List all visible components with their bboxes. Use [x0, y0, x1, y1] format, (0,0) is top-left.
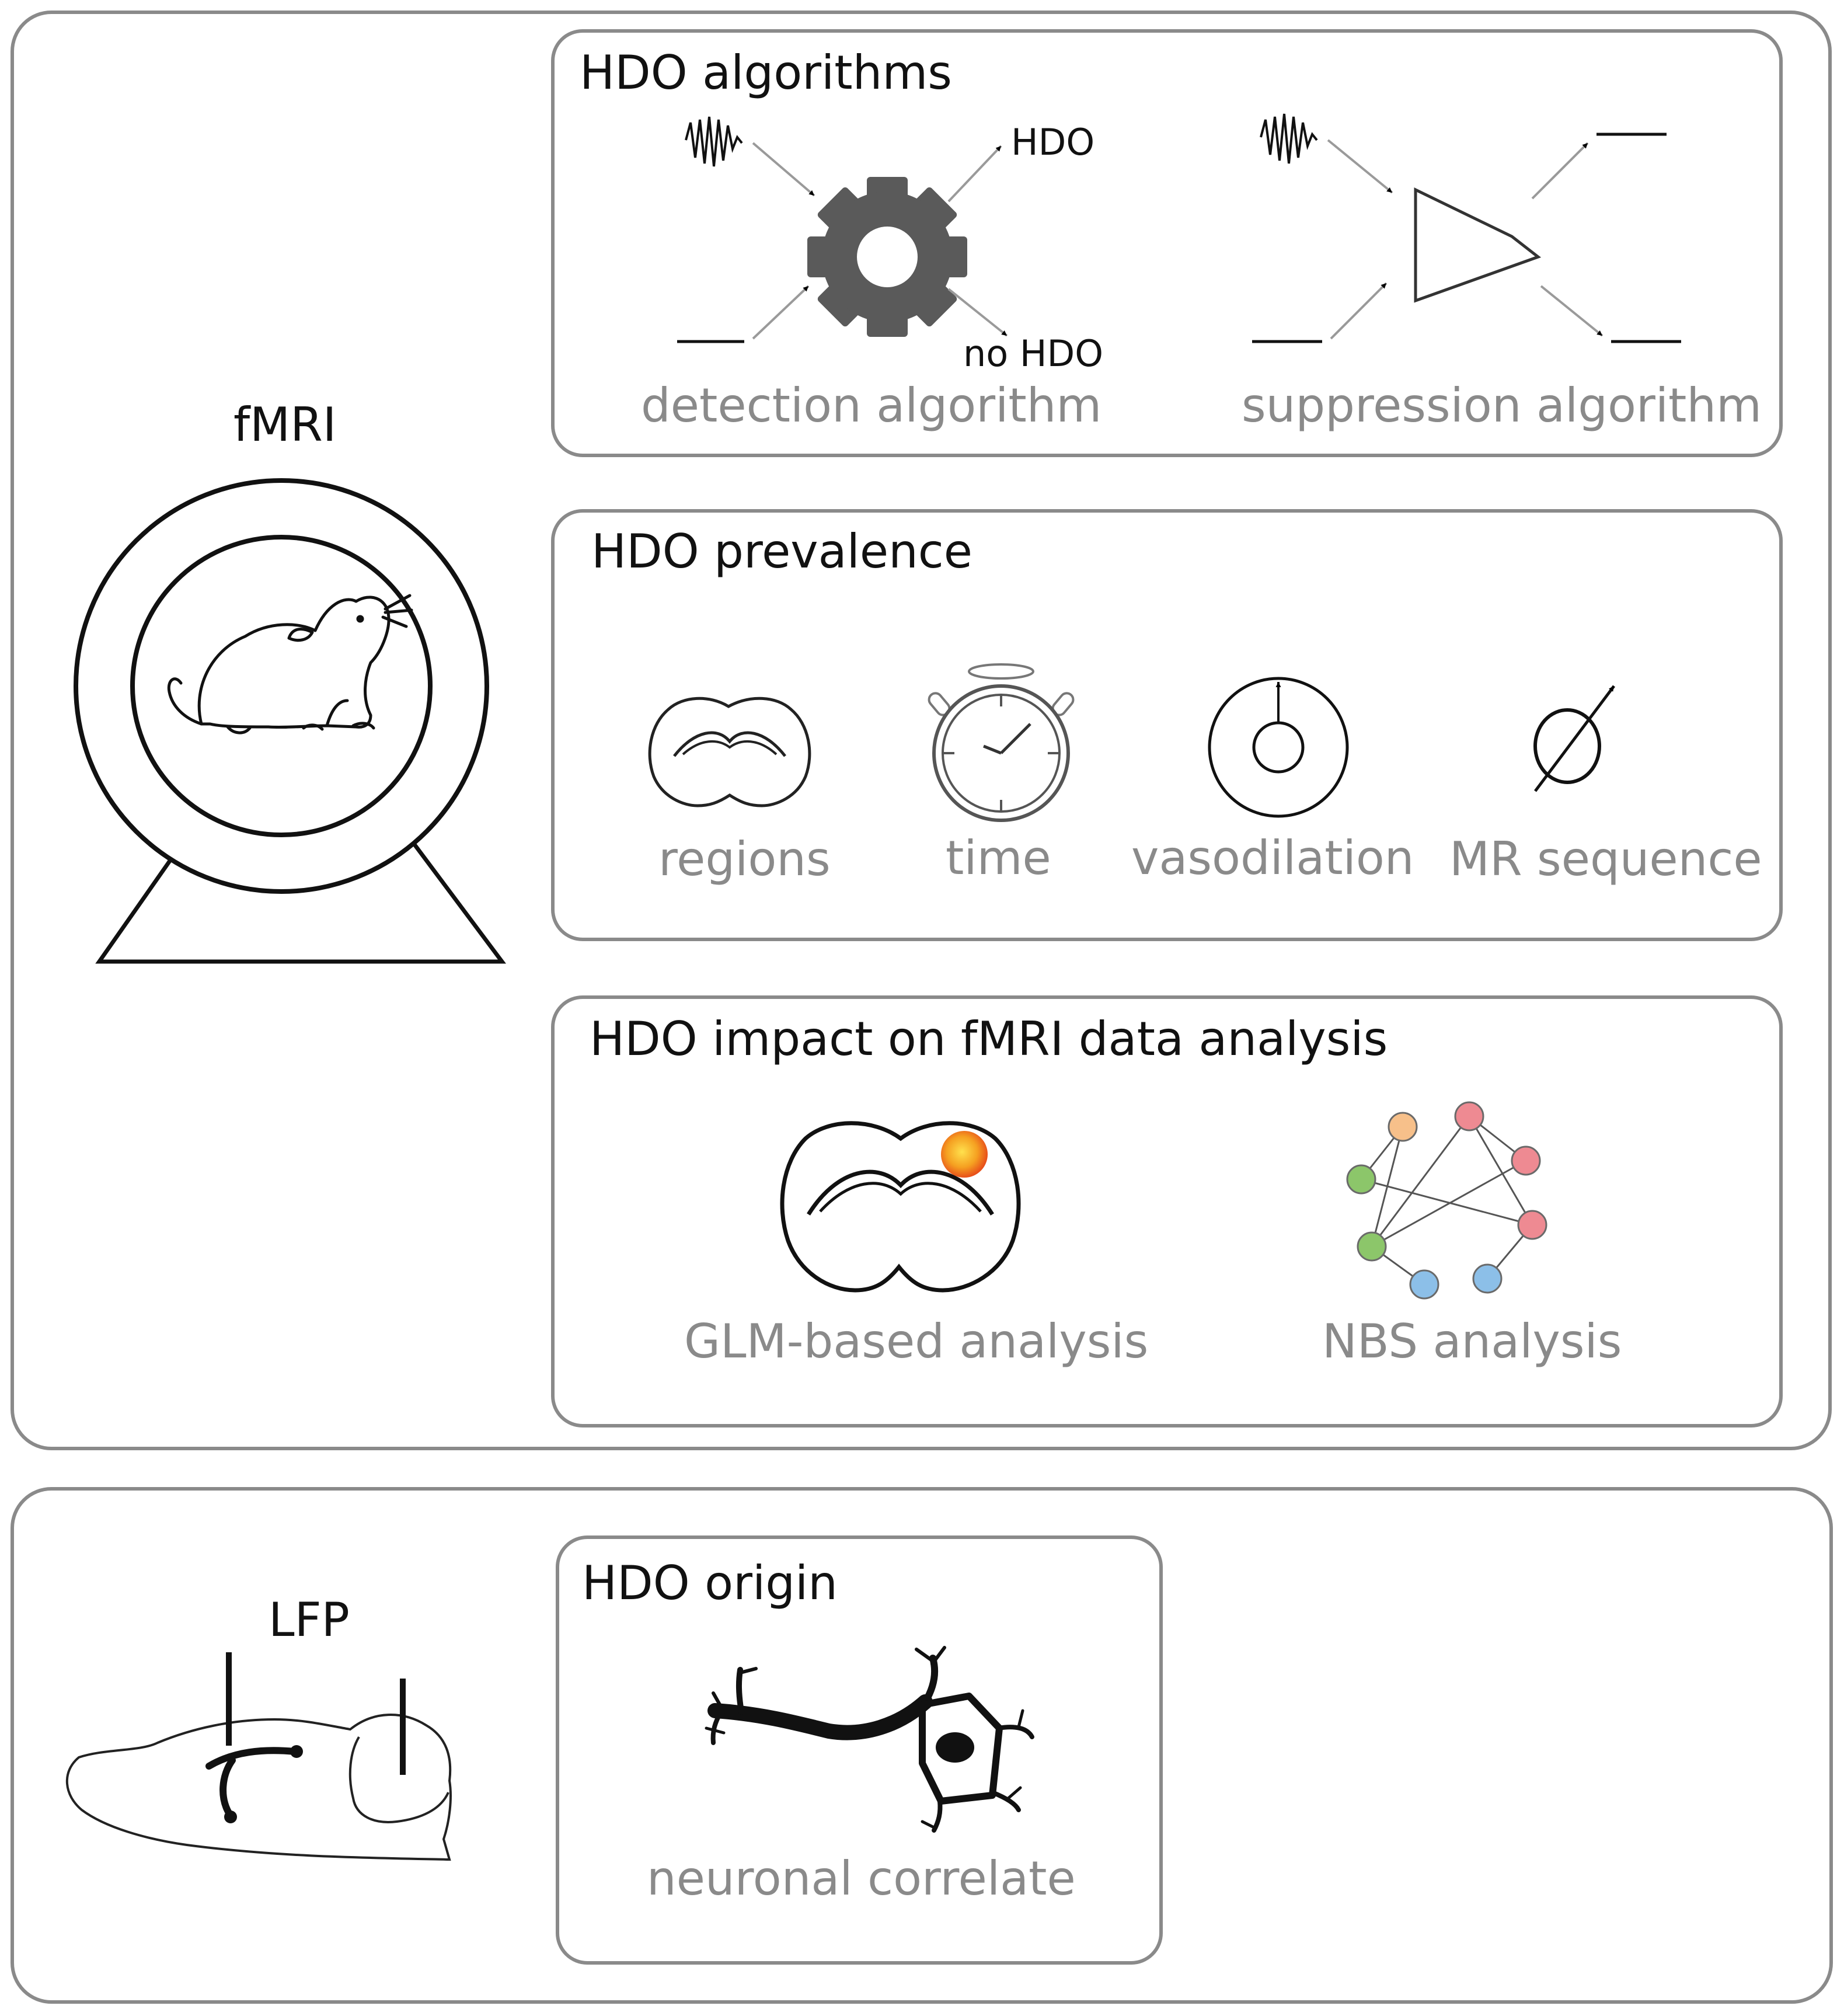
detection-algorithm-caption: detection algorithm: [641, 378, 1102, 433]
hdo-prevalence-panel: [551, 509, 1783, 941]
no-hdo-output-label: no HDO: [963, 332, 1104, 375]
network-node: [1357, 1231, 1387, 1262]
activation-hotspot: [941, 1131, 988, 1178]
brain-coronal-icon: [648, 697, 811, 807]
prevalence-mr-sequence-label: MR sequence: [1449, 832, 1762, 886]
mri-scanner-illustration: [74, 478, 506, 964]
network-node: [1409, 1269, 1439, 1300]
filter-funnel-icon: [1414, 187, 1542, 303]
gear-icon: [807, 177, 967, 337]
detection-algorithm-diagram: [677, 116, 1008, 343]
fmri-label: fMRI: [233, 398, 337, 452]
neuron-icon: [705, 1646, 1034, 1833]
hdo-algorithms-panel: [551, 29, 1783, 457]
suppression-algorithm-caption: suppression algorithm: [1242, 378, 1762, 433]
stopwatch-icon: [928, 663, 1075, 822]
hdo-output-label: HDO: [1011, 121, 1095, 163]
mr-sequence-icon: [1533, 685, 1615, 792]
hdo-algorithms-title: HDO algorithms: [580, 46, 952, 100]
prevalence-vasodilation-label: vasodilation: [1131, 831, 1414, 885]
suppression-algorithm-diagram: [1252, 113, 1681, 343]
oscillation-signal-icon: [1260, 113, 1318, 164]
nbs-network-graph: [1346, 1101, 1547, 1300]
lfp-label: LFP: [269, 1593, 350, 1647]
network-node: [1517, 1210, 1547, 1240]
prevalence-time-label: time: [946, 831, 1051, 885]
scanner-bore: [130, 535, 433, 837]
nbs-analysis-caption: NBS analysis: [1322, 1314, 1622, 1369]
network-node: [1472, 1263, 1503, 1294]
rat-icon: [167, 594, 413, 734]
glm-brain-activation-icon: [780, 1121, 1021, 1293]
neuronal-correlate-caption: neuronal correlate: [647, 1851, 1076, 1906]
oscillation-signal-icon: [685, 116, 743, 167]
network-node: [1511, 1145, 1541, 1176]
glm-analysis-caption: GLM-based analysis: [684, 1314, 1149, 1369]
hdo-origin-title: HDO origin: [582, 1556, 838, 1610]
rat-brain-electrode-illustration: [65, 1652, 452, 1861]
hdo-impact-title: HDO impact on fMRI data analysis: [590, 1012, 1388, 1066]
network-node: [1388, 1112, 1418, 1142]
network-node: [1346, 1164, 1376, 1195]
network-node: [1454, 1101, 1484, 1131]
prevalence-regions-label: regions: [658, 832, 831, 886]
hippocampus-icon: [205, 1747, 298, 1819]
hdo-impact-panel: [551, 995, 1783, 1427]
hdo-prevalence-title: HDO prevalence: [591, 524, 973, 579]
hdo-origin-panel: [556, 1535, 1163, 1965]
vasodilation-icon: [1208, 677, 1349, 818]
